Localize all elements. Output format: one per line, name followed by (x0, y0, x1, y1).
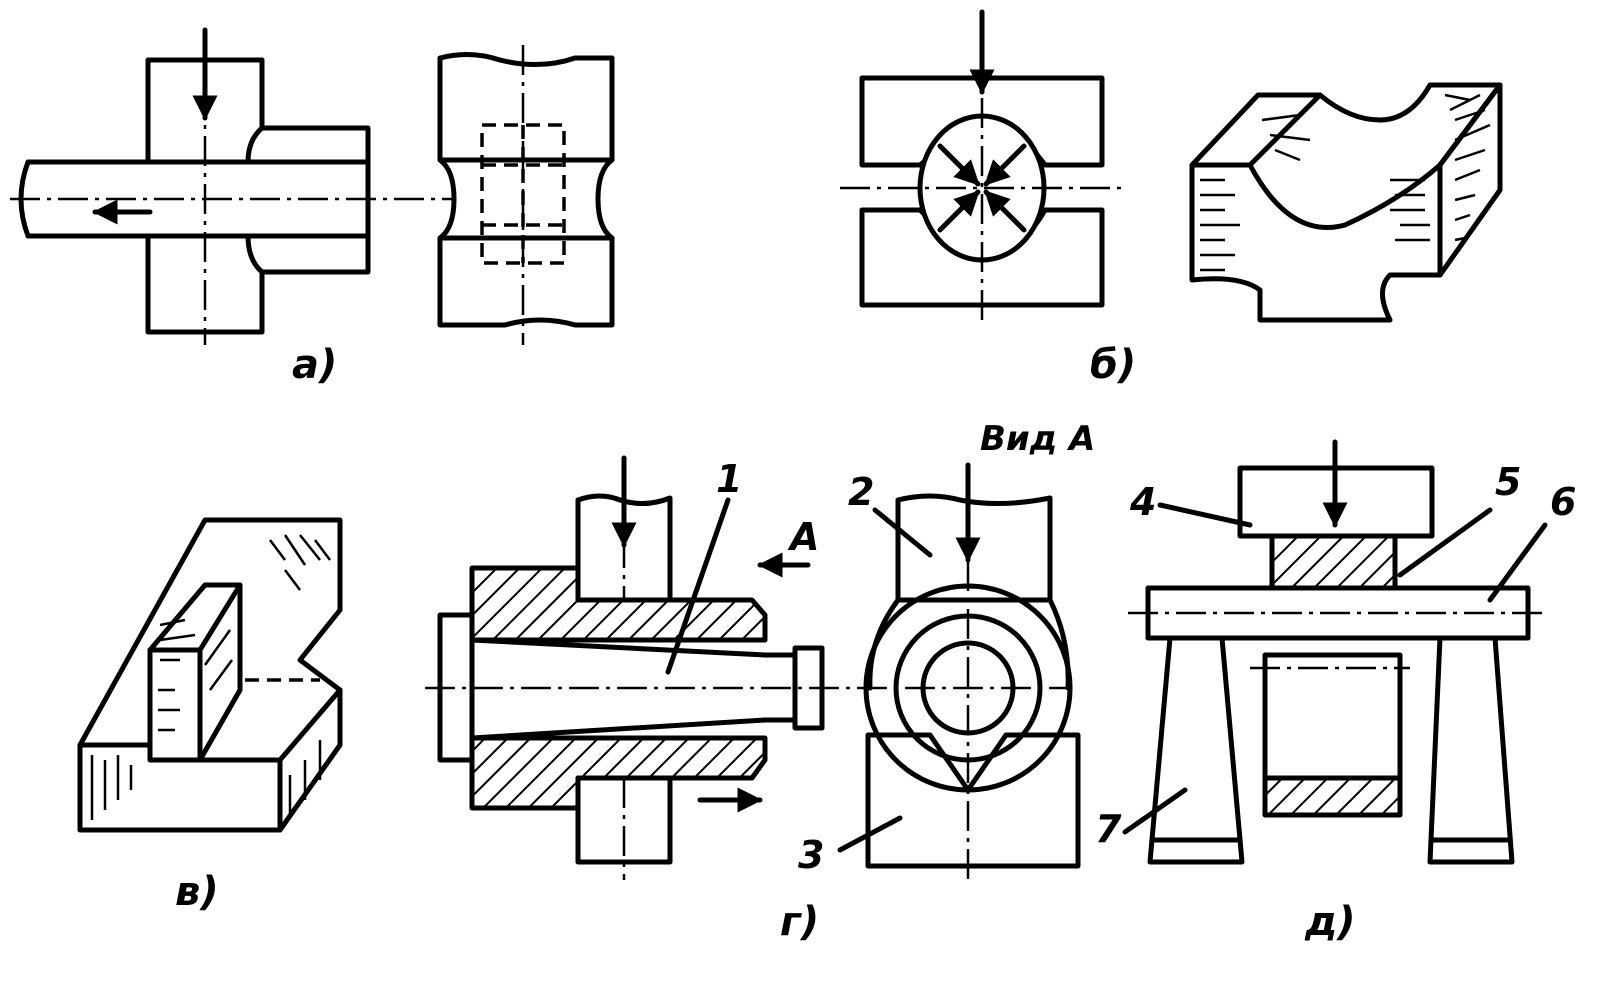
figure-d: 4 5 6 7 д) (1095, 439, 1576, 945)
caption-v: в) (175, 869, 219, 915)
part-number-7: 7 (1095, 807, 1122, 851)
caption-a: а) (292, 342, 337, 388)
shading-lines (1200, 93, 1491, 272)
caption-g: г) (780, 899, 819, 945)
caption-b: б) (1090, 342, 1136, 388)
arrow-label-a: А (787, 515, 819, 559)
part-number-5: 5 (1495, 460, 1521, 504)
part-number-3: 3 (798, 833, 824, 877)
figure-v: в) (77, 517, 343, 915)
compression-arrows (937, 143, 1027, 233)
part-number-4: 4 (1129, 480, 1156, 524)
part-number-1: 1 (716, 457, 742, 501)
part-number-6: 6 (1550, 480, 1576, 524)
part-number-2: 2 (848, 470, 874, 514)
figure-b: б) (840, 9, 1503, 388)
figure-g: 1 А Вид А 2 3 г) (425, 419, 1095, 945)
caption-d: д) (1304, 899, 1356, 945)
view-a-label: Вид А (980, 419, 1095, 459)
shading-lines-v (90, 534, 331, 820)
figure-a: а) (10, 27, 615, 388)
